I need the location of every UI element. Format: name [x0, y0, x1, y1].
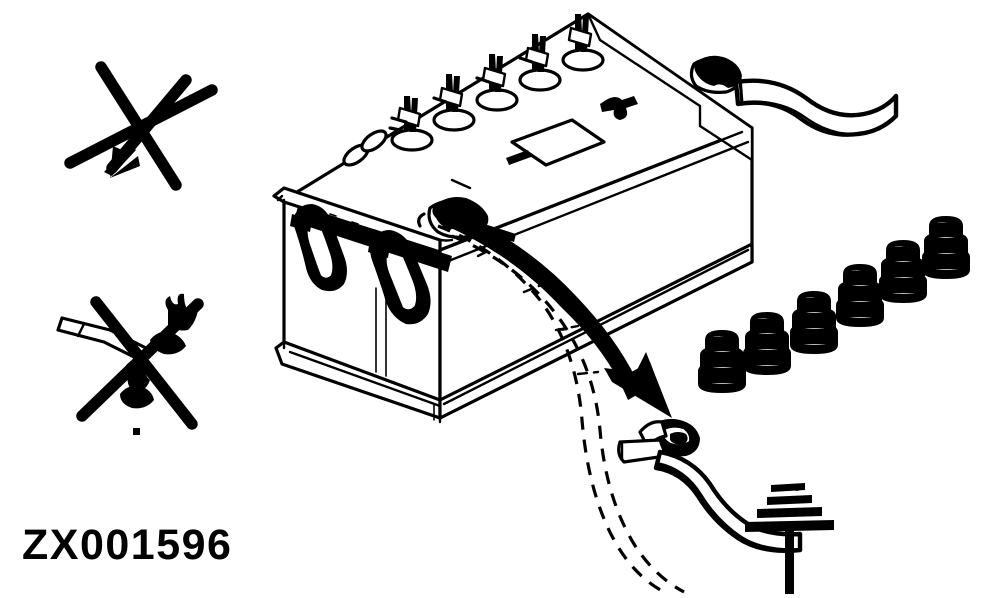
vent-plug-seated-4 — [475, 54, 519, 112]
battery-case — [272, 12, 754, 424]
vent-plug-seated-2 — [390, 96, 434, 152]
no-flame-or-spark-icon — [64, 61, 218, 191]
no-smoking-or-tools-icon — [56, 293, 204, 435]
removed-vent-plug — [836, 264, 884, 327]
removed-vent-plug — [879, 240, 927, 303]
removed-vent-plug — [790, 291, 838, 354]
battery-carry-handles — [290, 204, 452, 325]
vent-plug-seated-5 — [518, 34, 562, 92]
removed-vent-plug — [743, 312, 791, 375]
removal-direction-arrow — [442, 208, 672, 418]
detached-negative-cable — [617, 418, 803, 553]
positive-terminal-and-cable — [689, 55, 899, 137]
removed-vent-plug — [922, 216, 970, 279]
battery-label-plate — [506, 96, 638, 167]
removed-vent-plugs-group — [698, 216, 970, 393]
vent-plug-seated-6 — [561, 14, 605, 72]
chassis-ground-symbol — [745, 483, 834, 594]
battery-vent-row — [342, 14, 605, 167]
removed-vent-plug — [698, 330, 746, 393]
